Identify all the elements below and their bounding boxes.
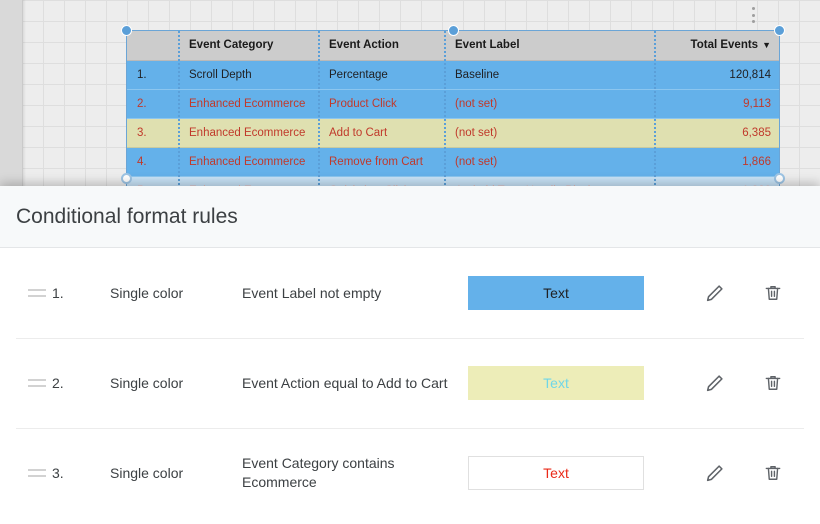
table-cell-total-events: 1,866 (655, 147, 779, 177)
rule-number: 2. (52, 375, 64, 391)
pencil-icon[interactable] (702, 370, 728, 396)
table-cell-event-action: Percentage (319, 60, 445, 90)
rule-number: 1. (52, 285, 64, 301)
rule-type: Single color (110, 375, 184, 391)
table-col-total-events[interactable]: Total Events▼ (655, 31, 779, 61)
table-cell-index: 2. (127, 89, 179, 119)
rule-row[interactable]: 3. Single color Event Category contains Ec… (0, 428, 820, 518)
resize-handle-top-right[interactable] (774, 25, 785, 36)
table-col-event-action[interactable]: Event Action (319, 31, 445, 61)
resize-handle-top-center[interactable] (448, 25, 459, 36)
table-cell-event-label: (not set) (445, 147, 655, 177)
trash-icon[interactable] (760, 370, 786, 396)
rule-color-preview[interactable]: Text (468, 276, 644, 310)
rule-actions (668, 370, 804, 396)
rule-color-preview[interactable]: Text (468, 456, 644, 490)
table-cell-event-label: Baseline (445, 60, 655, 90)
rule-actions (668, 280, 804, 306)
trash-icon[interactable] (760, 280, 786, 306)
table-cell-event-category: Enhanced Ecommerce (179, 117, 319, 148)
rule-number: 3. (52, 465, 64, 481)
trash-icon[interactable] (760, 460, 786, 486)
rule-condition: Event Category contains Ecommerce (242, 455, 395, 490)
drag-handle-icon[interactable] (28, 289, 52, 297)
table-col-index (127, 31, 179, 61)
table-cell-total-events: 120,814 (655, 60, 779, 90)
rule-condition: Event Action equal to Add to Cart (242, 374, 448, 391)
rule-type: Single color (110, 465, 184, 481)
table-cell-event-action: Remove from Cart (319, 147, 445, 177)
table-cell-index: 1. (127, 60, 179, 90)
table-cell-event-category: Enhanced Ecommerce (179, 147, 319, 177)
data-table-widget[interactable]: Event Category Event Action Event Label … (126, 30, 780, 196)
table-cell-index: 3. (127, 117, 179, 148)
resize-handle-bottom-left[interactable] (121, 173, 132, 184)
table-cell-event-action: Product Click (319, 89, 445, 119)
drag-handle-icon[interactable] (28, 379, 52, 387)
table-header-row: Event Category Event Action Event Label … (127, 31, 779, 61)
table-cell-total-events: 9,113 (655, 89, 779, 119)
rule-condition: Event Label not empty (242, 284, 382, 301)
table-col-event-label[interactable]: Event Label (445, 31, 655, 61)
rule-color-preview[interactable]: Text (468, 366, 644, 400)
dialog-header: Conditional format rules (0, 186, 820, 248)
table-cell-event-category: Enhanced Ecommerce (179, 89, 319, 119)
resize-handle-top-left[interactable] (121, 25, 132, 36)
rule-swatch-cell: Text (468, 366, 668, 400)
rule-swatch-cell: Text (468, 456, 668, 490)
rule-row[interactable]: 1. Single color Event Label not empty Text (0, 248, 820, 338)
table-cell-event-label: (not set) (445, 117, 655, 148)
dialog-title: Conditional format rules (16, 204, 238, 228)
rule-row[interactable]: 2. Single color Event Action equal to Add … (0, 338, 820, 428)
drag-handle-icon[interactable] (28, 469, 52, 477)
table-col-event-category[interactable]: Event Category (179, 31, 319, 61)
rule-swatch-cell: Text (468, 276, 668, 310)
more-vert-icon[interactable] (746, 4, 760, 26)
table-cell-event-label: (not set) (445, 89, 655, 119)
table-cell-index: 4. (127, 147, 179, 177)
data-table: Event Category Event Action Event Label … (127, 31, 779, 195)
canvas-left-rail (0, 0, 22, 196)
rule-actions (668, 460, 804, 486)
pencil-icon[interactable] (702, 280, 728, 306)
pencil-icon[interactable] (702, 460, 728, 486)
sort-desc-caret-icon[interactable]: ▼ (762, 40, 771, 51)
table-col-total-events-label: Total Events (690, 39, 759, 52)
table-cell-event-action: Add to Cart (319, 117, 445, 148)
canvas-edge-shadow (22, 0, 26, 196)
rule-type: Single color (110, 285, 184, 301)
table-cell-total-events: 6,385 (655, 117, 779, 148)
table-cell-event-category: Scroll Depth (179, 60, 319, 90)
resize-handle-bottom-right[interactable] (774, 173, 785, 184)
